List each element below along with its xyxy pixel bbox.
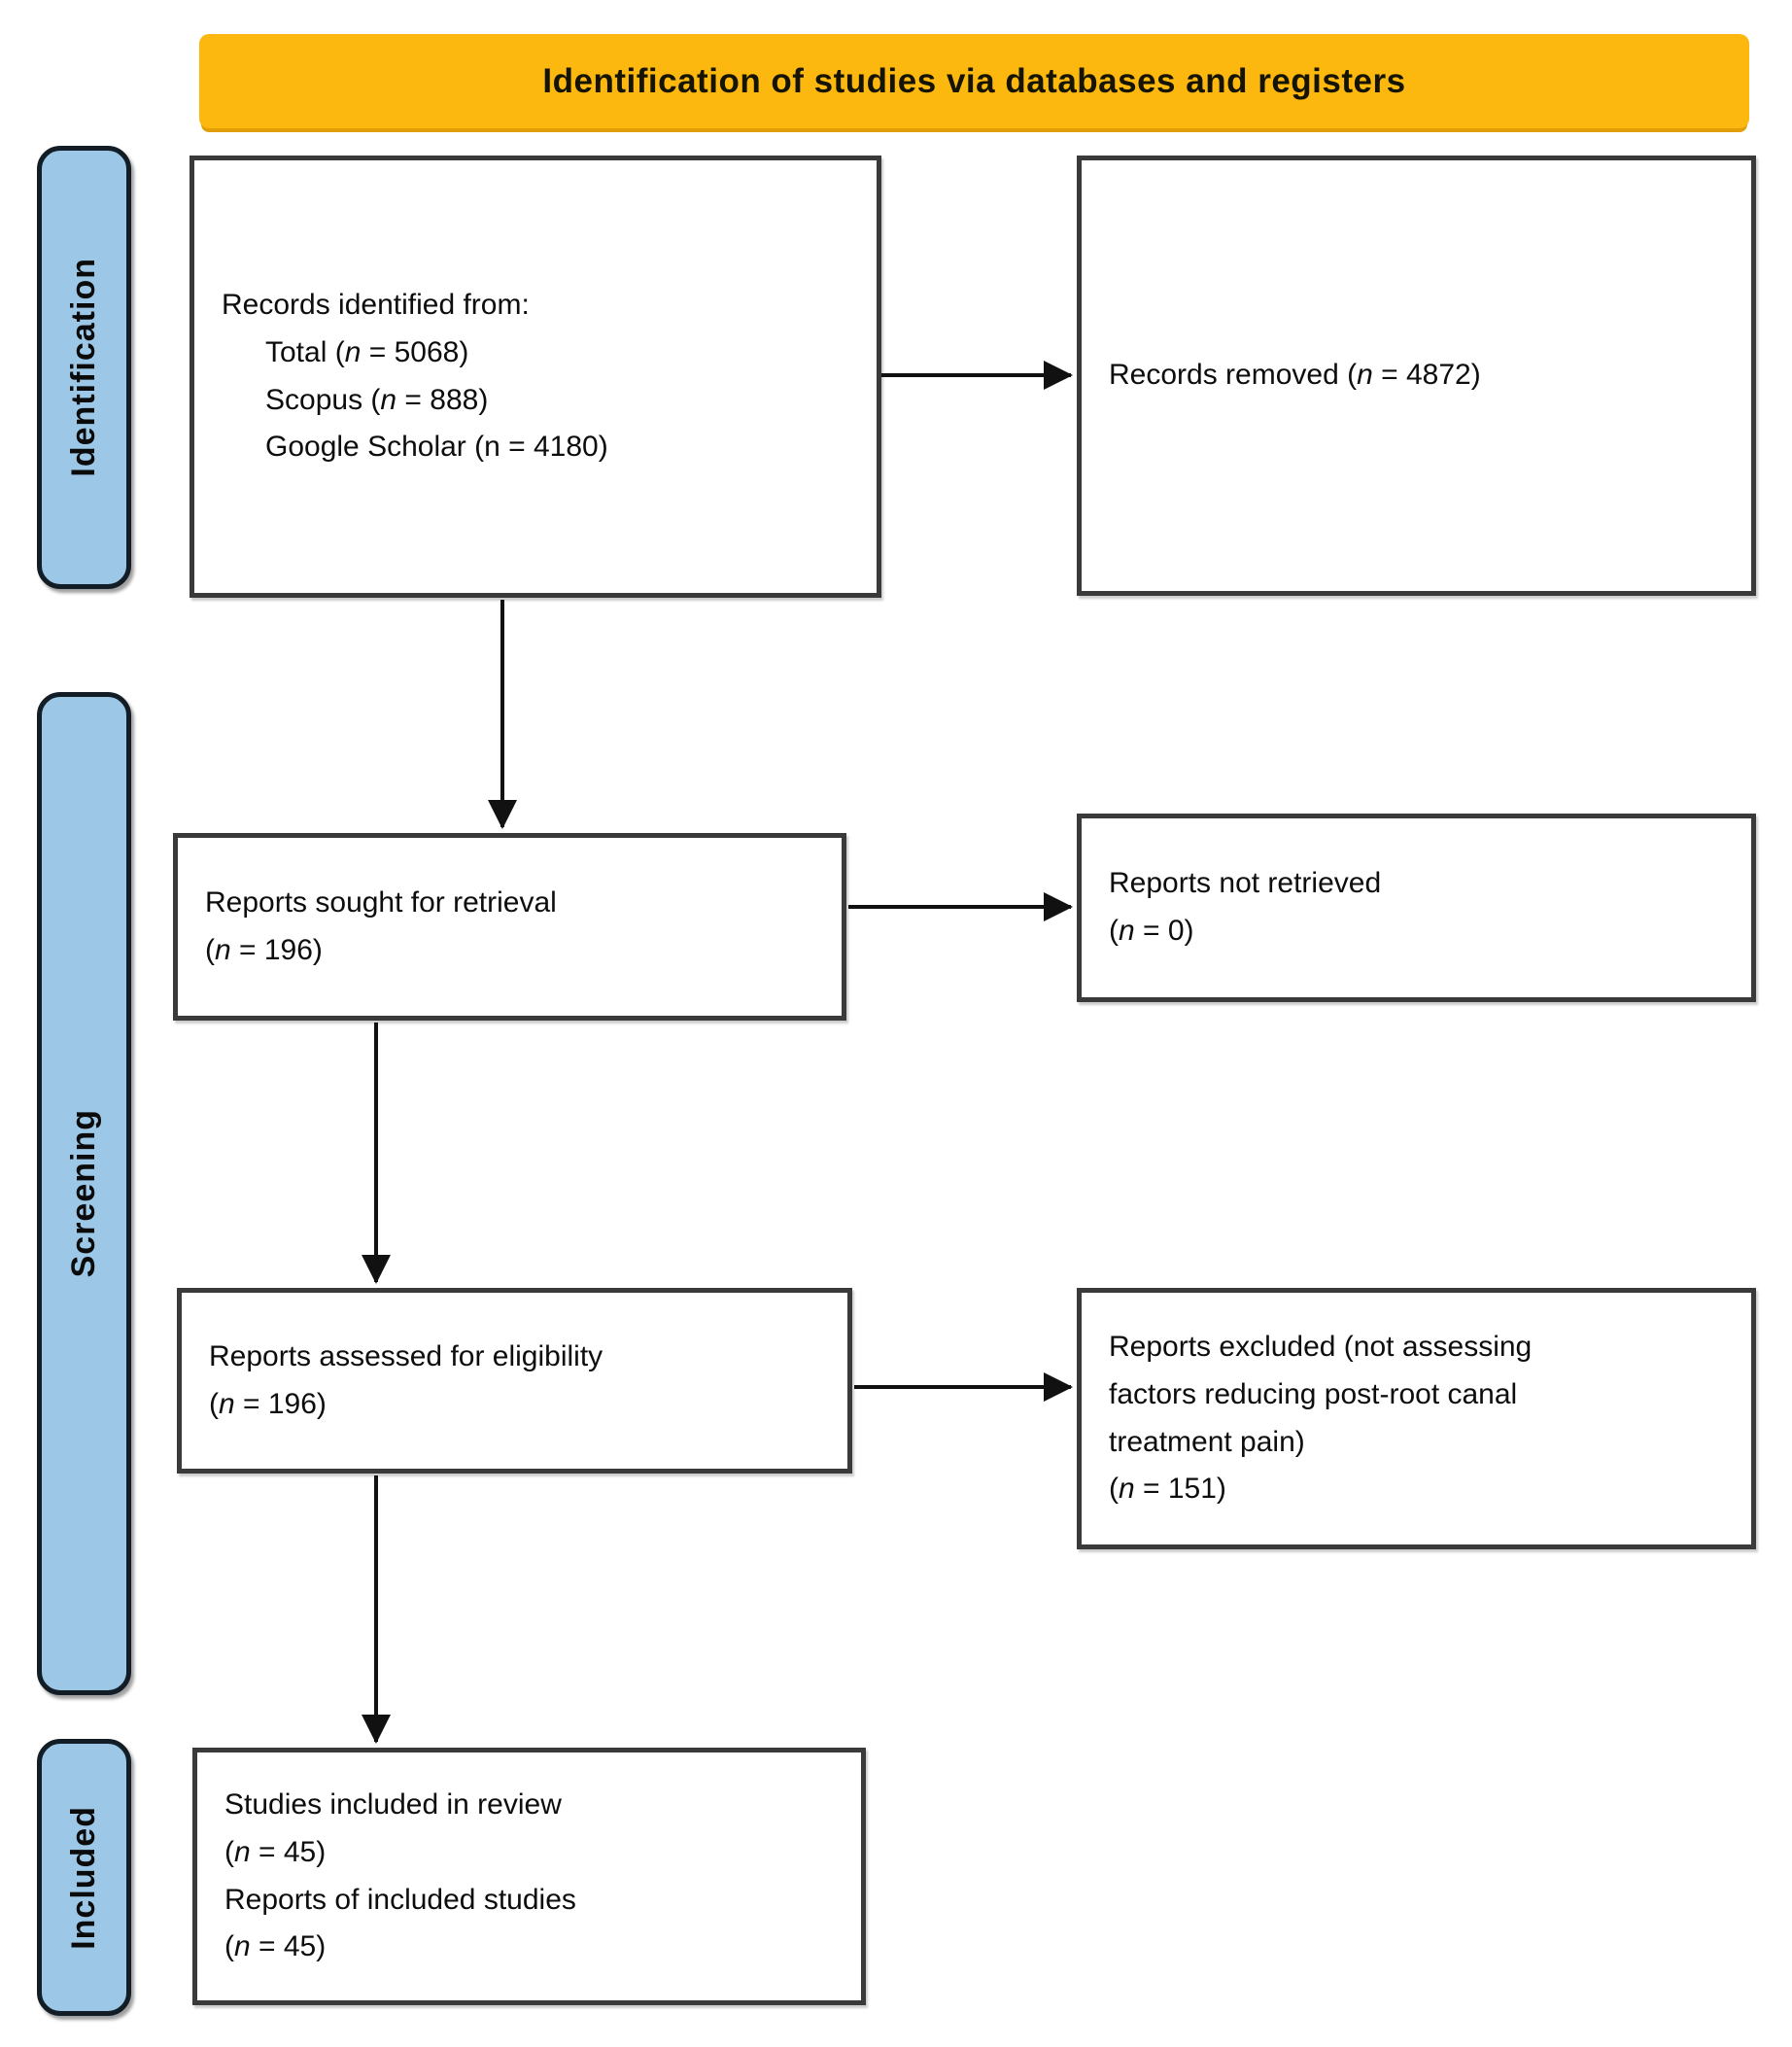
stage-label-text: Screening	[65, 1109, 102, 1278]
box-text-line: factors reducing post-root canal	[1109, 1377, 1518, 1410]
box-reports-not-retrieved: Reports not retrieved (n = 0)	[1077, 814, 1756, 1002]
box-text-line: Reports not retrieved	[1109, 867, 1382, 900]
box-text-line: treatment pain)	[1109, 1425, 1305, 1458]
box-text-line: (n = 0)	[1109, 915, 1194, 947]
stage-label-identification: Identification	[37, 146, 131, 589]
box-records-removed: Records removed (n = 4872)	[1077, 156, 1756, 596]
box-reports-excluded: Reports excluded (not assessing factors r…	[1077, 1288, 1756, 1549]
box-text-line: (n = 45)	[224, 1930, 327, 1963]
diagram-title: Identification of studies via databases …	[542, 61, 1406, 100]
box-text-line: Reports of included studies	[224, 1883, 576, 1916]
box-text-line: Total (n = 5068)	[265, 335, 469, 368]
stage-label-screening: Screening	[37, 692, 131, 1695]
box-reports-assessed: Reports assessed for eligibility (n = 196…	[177, 1288, 852, 1474]
box-text-line: Records removed (n = 4872)	[1109, 359, 1481, 392]
box-text-line: Reports assessed for eligibility	[209, 1339, 603, 1372]
box-records-identified: Records identified from: Total (n = 5068)…	[190, 156, 881, 598]
box-text-line: (n = 196)	[205, 933, 323, 966]
box-text-line: Reports sought for retrieval	[205, 885, 557, 919]
box-text-line: Google Scholar (n = 4180)	[265, 431, 608, 464]
box-text-line: Reports excluded (not assessing	[1109, 1331, 1533, 1364]
stage-label-text: Identification	[65, 258, 102, 477]
box-studies-included: Studies included in review (n = 45) Report…	[192, 1748, 866, 2005]
box-text-line: (n = 196)	[209, 1387, 327, 1420]
stage-label-text: Included	[65, 1805, 102, 1950]
box-text-line: Studies included in review	[224, 1788, 562, 1821]
box-reports-sought: Reports sought for retrieval (n = 196)	[173, 833, 846, 1021]
stage-label-included: Included	[37, 1739, 131, 2016]
box-text-line: (n = 151)	[1109, 1473, 1226, 1506]
box-text-line: Scopus (n = 888)	[265, 383, 489, 416]
diagram-title-banner: Identification of studies via databases …	[199, 34, 1749, 128]
box-text-line: Records identified from:	[222, 289, 530, 322]
box-text-line: (n = 45)	[224, 1835, 327, 1868]
